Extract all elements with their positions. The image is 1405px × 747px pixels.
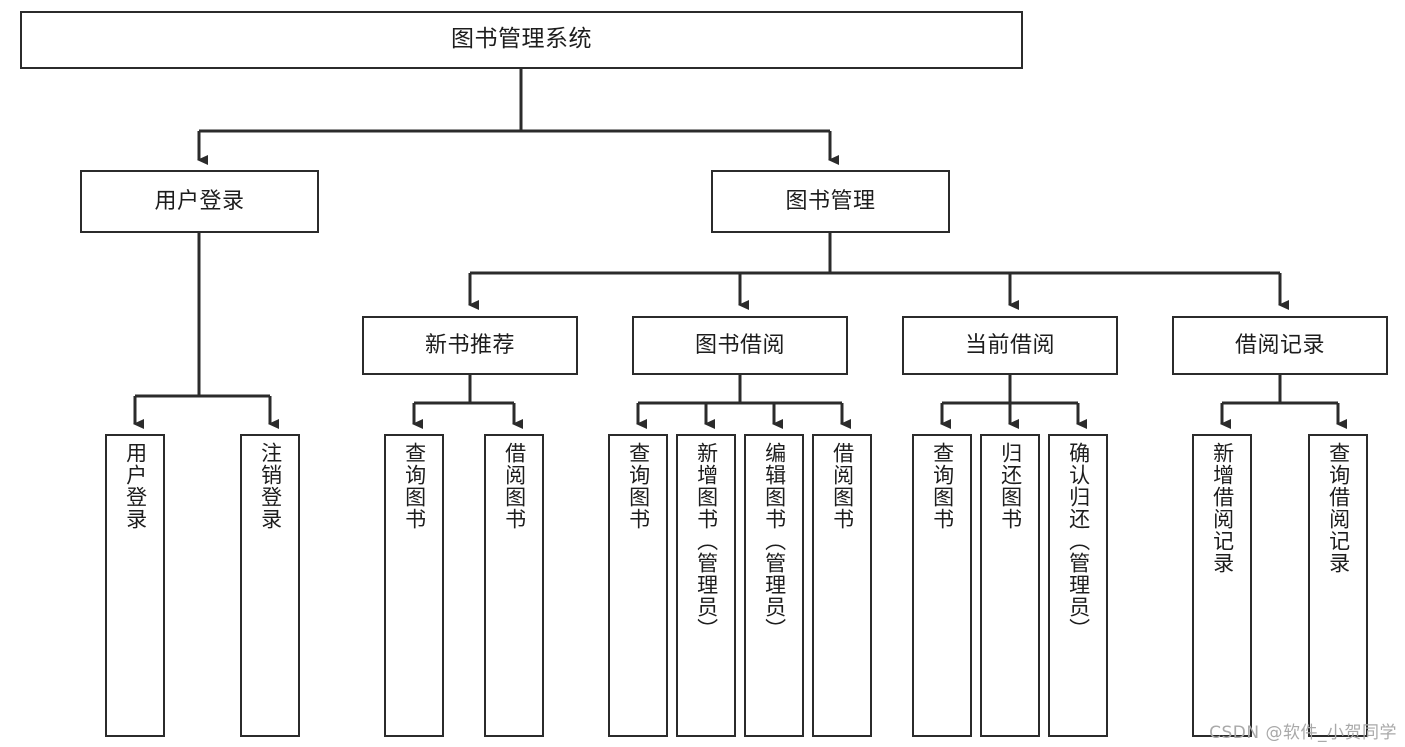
node-leaf-borrow-book-a[interactable]: 借阅图书: [484, 434, 544, 737]
node-borrow-record-label: 借阅记录: [1234, 332, 1325, 358]
node-leaf-query-book-c-label: 查询图书: [930, 442, 955, 530]
node-leaf-query-record-label: 查询借阅记录: [1326, 442, 1351, 574]
node-new-book-rec-label: 新书推荐: [424, 332, 515, 358]
node-leaf-query-book-b-label: 查询图书: [626, 442, 651, 530]
node-user-login-label: 用户登录: [154, 188, 245, 214]
node-leaf-edit-book-label: 编辑图书（管理员）: [762, 442, 787, 640]
node-leaf-borrow-book-a-label: 借阅图书: [502, 442, 527, 530]
node-book-borrow[interactable]: 图书借阅: [632, 316, 848, 375]
node-leaf-confirm-return-label: 确认归还（管理员）: [1066, 442, 1091, 640]
node-leaf-query-book-b[interactable]: 查询图书: [608, 434, 668, 737]
node-leaf-logout-label: 注销登录: [258, 442, 283, 530]
node-leaf-query-book-a-label: 查询图书: [402, 442, 427, 530]
node-leaf-query-book-c[interactable]: 查询图书: [912, 434, 972, 737]
node-leaf-logout[interactable]: 注销登录: [240, 434, 300, 737]
node-leaf-query-book-a[interactable]: 查询图书: [384, 434, 444, 737]
node-leaf-return-book[interactable]: 归还图书: [980, 434, 1040, 737]
node-current-borrow[interactable]: 当前借阅: [902, 316, 1118, 375]
node-leaf-borrow-book-b-label: 借阅图书: [830, 442, 855, 530]
node-leaf-add-record-label: 新增借阅记录: [1210, 442, 1235, 574]
node-leaf-add-book[interactable]: 新增图书（管理员）: [676, 434, 736, 737]
node-borrow-record[interactable]: 借阅记录: [1172, 316, 1388, 375]
node-user-login[interactable]: 用户登录: [80, 170, 319, 233]
node-book-borrow-label: 图书借阅: [694, 332, 785, 358]
node-leaf-return-book-label: 归还图书: [998, 442, 1023, 530]
node-new-book-rec[interactable]: 新书推荐: [362, 316, 578, 375]
node-leaf-add-book-label: 新增图书（管理员）: [694, 442, 719, 640]
node-leaf-user-login[interactable]: 用户登录: [105, 434, 165, 737]
node-root[interactable]: 图书管理系统: [20, 11, 1023, 69]
node-leaf-borrow-book-b[interactable]: 借阅图书: [812, 434, 872, 737]
node-leaf-add-record[interactable]: 新增借阅记录: [1192, 434, 1252, 737]
node-leaf-confirm-return[interactable]: 确认归还（管理员）: [1048, 434, 1108, 737]
node-book-manage-label: 图书管理: [785, 188, 876, 214]
watermark: CSDN @软件_小贺同学: [1209, 723, 1397, 743]
node-leaf-edit-book[interactable]: 编辑图书（管理员）: [744, 434, 804, 737]
node-leaf-user-login-label: 用户登录: [123, 442, 148, 530]
node-book-manage[interactable]: 图书管理: [711, 170, 950, 233]
node-root-label: 图书管理系统: [451, 26, 592, 53]
node-leaf-query-record[interactable]: 查询借阅记录: [1308, 434, 1368, 737]
node-current-borrow-label: 当前借阅: [964, 332, 1055, 358]
